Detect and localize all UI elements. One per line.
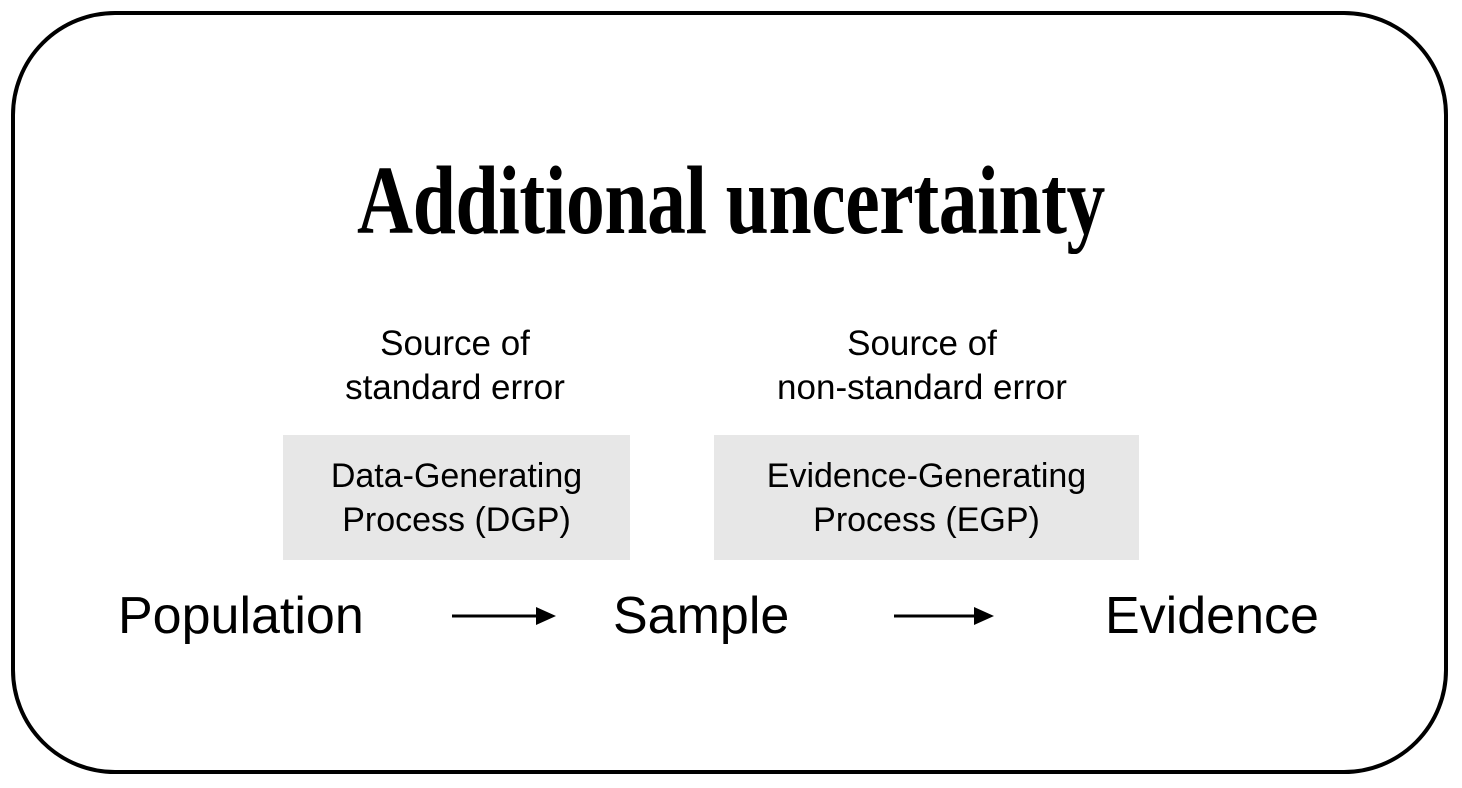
source-label-standard-error: Source of standard error bbox=[345, 324, 565, 407]
process-box-dgp: Data-Generating Process (DGP) bbox=[283, 435, 630, 560]
source-label-non-standard-error: Source of non-standard error bbox=[777, 324, 1067, 407]
arrow-right-icon-population-to-sample bbox=[452, 600, 556, 632]
process-box-dgp-line1: Data-Generating bbox=[330, 456, 583, 495]
slide-frame bbox=[11, 11, 1448, 774]
process-box-egp-line2: Process (EGP) bbox=[813, 500, 1040, 539]
flow-node-evidence: Evidence bbox=[1105, 587, 1319, 645]
process-box-dgp-line2: Process (DGP) bbox=[342, 500, 571, 539]
arrow-right-icon-sample-to-evidence bbox=[894, 600, 994, 632]
page-title: Additional uncertainty bbox=[357, 147, 1105, 254]
process-box-egp-line1: Evidence-Generating bbox=[766, 456, 1087, 495]
flow-node-sample: Sample bbox=[613, 587, 790, 645]
process-box-egp: Evidence-Generating Process (EGP) bbox=[714, 435, 1139, 560]
flow-node-population: Population bbox=[118, 587, 364, 645]
